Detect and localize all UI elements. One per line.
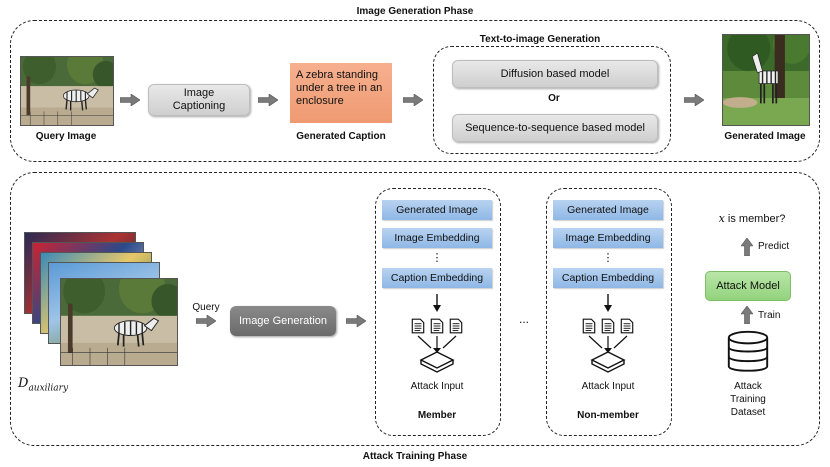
image-captioning-label: Image Captioning xyxy=(172,87,226,112)
member-dots: ⋮ xyxy=(431,252,443,264)
nonmember-generated-image-box: Generated Image xyxy=(553,200,663,220)
t2i-title: Text-to-image Generation xyxy=(479,34,601,45)
d-auxiliary-label: Dauxiliary xyxy=(18,376,69,394)
ellipsis-label: ... xyxy=(518,312,529,326)
member-generated-image-box: Generated Image xyxy=(382,200,492,220)
arrow-right-icon xyxy=(120,94,140,106)
attack-training-phase-container xyxy=(10,172,820,446)
arrow-right-icon xyxy=(196,315,216,327)
nonmember-label: Non-member xyxy=(577,410,639,421)
arrow-up-icon xyxy=(741,238,753,256)
arrow-right-icon xyxy=(403,94,423,106)
member-image-embedding-box: Image Embedding xyxy=(382,228,492,248)
predict-label: Predict xyxy=(758,241,790,252)
member-label: Member xyxy=(417,410,457,421)
image-captioning-box: Image Captioning xyxy=(148,84,250,116)
attack-training-phase-title: Attack Training Phase xyxy=(362,451,468,462)
query-image xyxy=(20,56,114,126)
arrow-right-icon xyxy=(346,315,366,327)
nonmember-dots: ⋮ xyxy=(602,252,614,264)
arrow-right-icon xyxy=(258,94,278,106)
member-attack-input-label: Attack Input xyxy=(410,381,464,392)
nonmember-image-embedding-box: Image Embedding xyxy=(553,228,663,248)
attack-model-box: Attack Model xyxy=(705,271,791,301)
train-label: Train xyxy=(758,310,781,321)
member-caption-embedding-box: Caption Embedding xyxy=(382,268,492,288)
database-icon xyxy=(727,330,769,372)
t2i-container xyxy=(433,46,671,154)
diffusion-model-box: Diffusion based model xyxy=(452,60,658,88)
query-label: Query xyxy=(192,302,220,313)
arrow-down-icon xyxy=(433,294,441,312)
image-generation-phase-title: Image Generation Phase xyxy=(356,6,474,17)
seq2seq-model-box: Sequence-to-sequence based model xyxy=(452,114,658,142)
generated-image xyxy=(722,34,810,126)
generated-image-label: Generated Image xyxy=(724,131,806,142)
nonmember-caption-embedding-box: Caption Embedding xyxy=(553,268,663,288)
d-auxiliary-subscript: auxiliary xyxy=(28,383,69,394)
generated-caption-text: A zebra standing under a tree in an encl… xyxy=(296,69,383,107)
nonmember-container xyxy=(546,188,672,436)
attack-input-icon xyxy=(405,316,469,376)
image-generation-phase-container xyxy=(10,20,820,162)
generated-caption-label: Generated Caption xyxy=(296,131,386,142)
arrow-up-icon xyxy=(741,306,753,324)
x-is-member-text: is member? xyxy=(727,213,786,225)
or-label: Or xyxy=(548,93,560,104)
auxiliary-dataset-stack xyxy=(24,232,184,372)
x-is-member-label: x is member? xyxy=(718,212,786,225)
aux-image xyxy=(60,278,178,366)
member-container xyxy=(375,188,501,436)
generated-caption-box: A zebra standing under a tree in an encl… xyxy=(290,63,392,123)
nonmember-attack-input-label: Attack Input xyxy=(581,381,635,392)
attack-training-dataset-label: Attack Training Dataset xyxy=(730,381,766,418)
query-image-label: Query Image xyxy=(35,131,97,142)
attack-input-icon xyxy=(576,316,640,376)
image-generation-box: Image Generation xyxy=(230,306,336,336)
arrow-right-icon xyxy=(684,94,704,106)
arrow-down-icon xyxy=(604,294,612,312)
